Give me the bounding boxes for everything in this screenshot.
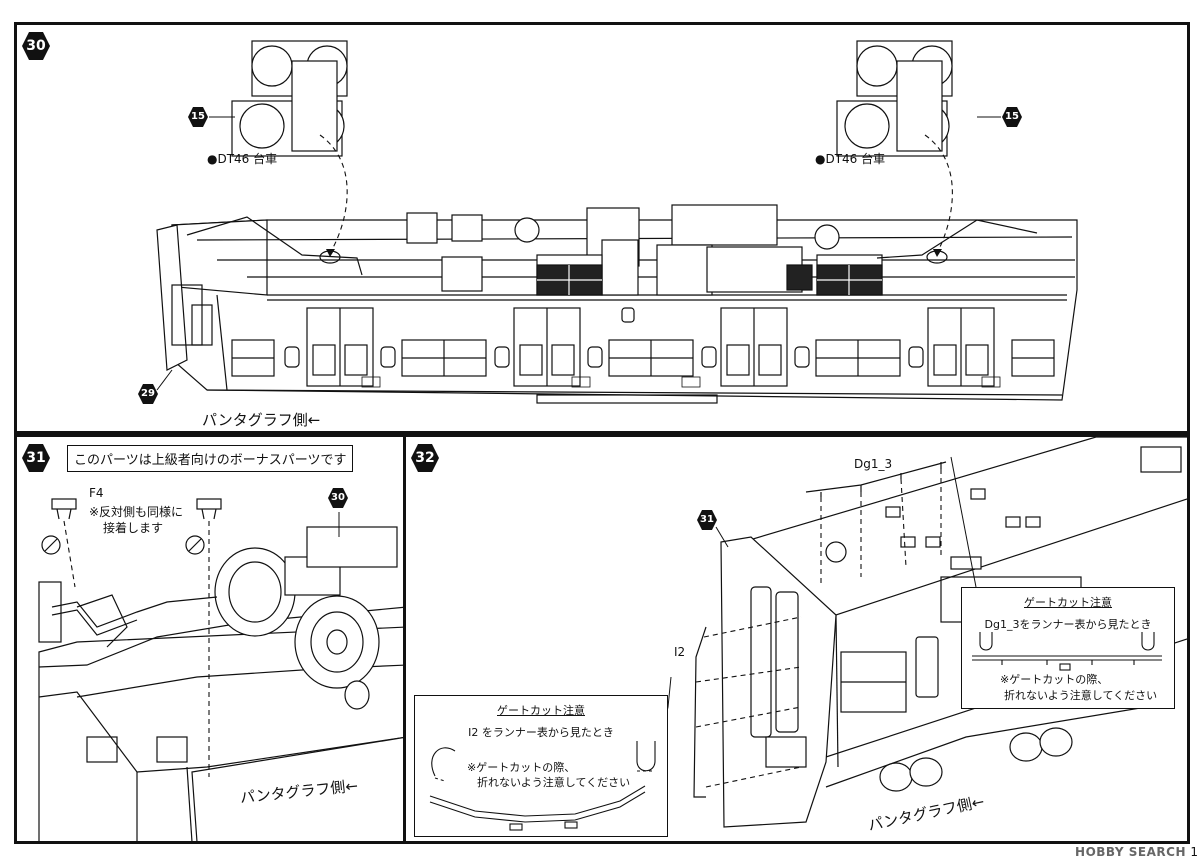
part-ref-31: 31 bbox=[696, 509, 718, 531]
glue-note-line1: ※反対側も同様に bbox=[89, 505, 184, 519]
step-number-badge: 30 bbox=[21, 31, 51, 61]
part-label-dg1-3: Dg1_3 bbox=[854, 457, 893, 471]
gate-cut-warning-line1: ※ゲートカットの際、 bbox=[467, 761, 576, 774]
part-ref-29: 29 bbox=[137, 383, 159, 405]
gate-cut-warning-line1: ※ゲートカットの際、 bbox=[1000, 673, 1109, 686]
part-label-f4: F4 bbox=[89, 486, 104, 500]
part-ref-30: 30 bbox=[327, 487, 349, 509]
part-label-i2: I2 bbox=[674, 645, 686, 659]
step-number-badge: 31 bbox=[21, 443, 51, 473]
step-30-panel: 30 15 ●DT46 台車 15 ●DT46 台車 29 パンタグラフ側← bbox=[14, 22, 1190, 434]
bogie-label-right: ●DT46 台車 bbox=[815, 152, 886, 166]
dg1-3-part-sketch bbox=[972, 632, 1162, 671]
step-32-panel: 32 31 Dg1_3 I2 ゲートカット注意 I2 をランナー表から見たとき … bbox=[403, 434, 1190, 844]
part-ref-15-left: 15 bbox=[187, 106, 209, 128]
gate-cut-note-subtitle: I2 をランナー表から見たとき bbox=[468, 726, 614, 739]
i2-part-sketch bbox=[429, 741, 656, 831]
pantograph-side-label: パンタグラフ側← bbox=[202, 411, 321, 429]
page-number: 1 bbox=[1190, 845, 1198, 859]
underframe-closeup-drawing bbox=[38, 498, 403, 841]
step-31-panel: 31 このパーツは上級者向けのボーナスパーツです 30 F4 ※反対側も同様に … bbox=[14, 434, 406, 844]
gate-cut-note-title: ゲートカット注意 bbox=[1024, 596, 1112, 609]
gate-cut-note-title: ゲートカット注意 bbox=[497, 704, 585, 717]
gate-cut-warning-line2: 折れないよう注意してください bbox=[1004, 689, 1158, 702]
gate-cut-warning-line2: 折れないよう注意してください bbox=[477, 776, 631, 789]
bogie-label-left: ●DT46 台車 bbox=[207, 152, 278, 166]
gate-cut-note-i2: ゲートカット注意 I2 をランナー表から見たとき ※ゲートカットの際、 折れない… bbox=[414, 695, 668, 837]
car-end-roof-drawing bbox=[650, 437, 1187, 828]
advanced-parts-notice: このパーツは上級者向けのボーナスパーツです bbox=[67, 445, 354, 472]
step-number-badge: 32 bbox=[410, 443, 440, 473]
gate-cut-note-subtitle: Dg1_3をランナー表から見たとき bbox=[984, 618, 1152, 631]
gate-cut-note-dg1-3: ゲートカット注意 Dg1_3をランナー表から見たとき ※ゲートカットの際、 折れ… bbox=[961, 587, 1175, 709]
part-ref-15-right: 15 bbox=[1001, 106, 1023, 128]
car-roof-drawing bbox=[156, 40, 1078, 404]
glue-note-line2: 接着します bbox=[103, 521, 164, 535]
watermark-logo: HOBBY SEARCH bbox=[1075, 845, 1186, 859]
